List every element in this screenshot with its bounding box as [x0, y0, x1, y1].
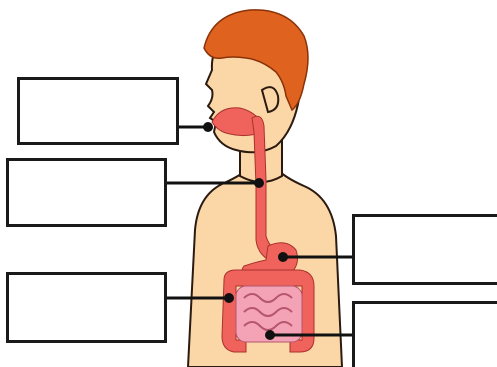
- leader-dot-esophagus: [254, 178, 264, 188]
- leader-dot-stomach: [278, 252, 288, 262]
- label-box-large-intestine[interactable]: [6, 272, 167, 343]
- label-box-stomach[interactable]: [352, 214, 497, 285]
- label-box-mouth[interactable]: [17, 77, 179, 145]
- label-box-small-intestine[interactable]: [352, 301, 497, 367]
- leader-dot-small-intestine: [265, 330, 275, 340]
- leader-dot-large-intestine: [224, 293, 234, 303]
- label-box-esophagus[interactable]: [6, 158, 167, 227]
- leader-dot-mouth: [203, 122, 213, 132]
